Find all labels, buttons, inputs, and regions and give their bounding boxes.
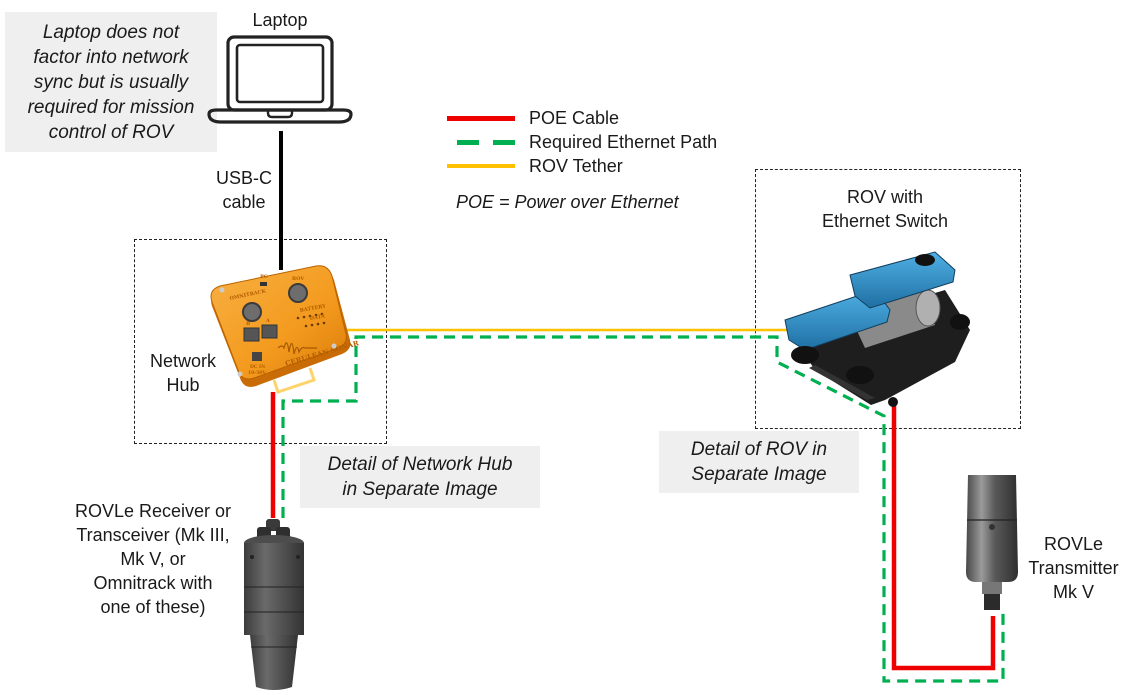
transmitter-label-line: Transmitter — [1028, 558, 1119, 578]
network-hub-device[interactable]: CERULEAN SONAR OMNITRACK PC ROV B A BATT… — [200, 262, 360, 402]
legend: POE Cable Required Ethernet Path ROV Tet… — [447, 106, 717, 213]
transmitter-device[interactable] — [962, 472, 1022, 617]
receiver-label-line: Mk V, or — [120, 549, 186, 569]
hub-pc-label: PC — [260, 274, 268, 280]
legend-item-ethernet: Required Ethernet Path — [447, 130, 717, 154]
rov-detail-line: Detail of ROV in — [690, 439, 828, 460]
ethernet-path-hub — [281, 335, 1005, 683]
laptop-note: Laptop does not factor into network sync… — [5, 12, 217, 152]
network-hub-line: Hub — [166, 375, 200, 395]
laptop-note-line: sync but is usually — [33, 71, 189, 93]
legend-label: POE Cable — [529, 107, 620, 128]
network-hub-group — [134, 239, 387, 444]
rov-device[interactable] — [775, 250, 985, 420]
transmitter-label: ROVLe Transmitter Mk V — [1012, 532, 1135, 604]
network-hub-line: Network — [149, 351, 216, 371]
network-hub-label: Network Hub — [138, 349, 228, 397]
usb-cable-line: USB-C — [215, 168, 272, 188]
receiver-label-line: Transceiver (Mk III, — [76, 525, 230, 545]
legend-label: Required Ethernet Path — [529, 131, 718, 152]
usb-cable-label: USB-C cable — [206, 166, 282, 214]
rov-detail-note: Detail of ROV in Separate Image — [659, 431, 859, 493]
legend-item-tether: ROV Tether — [447, 154, 717, 178]
laptop-label: Laptop — [252, 10, 308, 30]
hub-detail-line: Detail of Network Hub — [327, 454, 513, 475]
rov-detail-line: Separate Image — [691, 464, 827, 485]
hub-port-b-label: B — [246, 321, 250, 327]
transmitter-label-line: Mk V — [1052, 582, 1094, 602]
hub-detail-note: Detail of Network Hub in Separate Image — [300, 446, 540, 508]
usb-cable-line: cable — [222, 192, 266, 212]
hub-detail-line: in Separate Image — [342, 479, 498, 500]
poe-cable-rov-transmitter — [891, 402, 996, 671]
hub-port-a-label: A — [265, 318, 270, 324]
receiver-label-line: one of these) — [100, 597, 206, 617]
legend-swatch-poe — [447, 115, 515, 121]
laptop-note-line: Laptop does not — [42, 21, 180, 43]
laptop-note-line: factor into network — [33, 46, 189, 68]
hub-voltage-label: 10-30V — [248, 370, 266, 376]
receiver-device[interactable] — [236, 515, 316, 695]
receiver-label: ROVLe Receiver or Transceiver (Mk III, M… — [62, 499, 244, 619]
hub-handle — [272, 367, 316, 394]
hub-rov-label: ROV — [292, 276, 304, 282]
laptop-note-line: required for mission — [27, 96, 195, 118]
legend-item-poe: POE Cable — [447, 106, 717, 130]
legend-swatch-ethernet — [447, 139, 515, 145]
laptop-icon — [207, 35, 353, 124]
rov-label: ROV with Ethernet Switch — [790, 185, 980, 233]
hub-data-label: DATA — [309, 313, 325, 322]
transmitter-label-line: ROVLe — [1043, 534, 1104, 554]
rov-label-line: Ethernet Switch — [821, 211, 949, 231]
receiver-label-line: ROVLe Receiver or — [74, 501, 232, 521]
legend-footnote: POE = Power over Ethernet — [456, 192, 679, 212]
rov-label-line: ROV with — [846, 187, 924, 207]
rov-group — [755, 169, 1021, 429]
legend-label: ROV Tether — [529, 155, 623, 176]
receiver-label-line: Omnitrack with — [93, 573, 213, 593]
laptop-note-line: control of ROV — [48, 121, 174, 143]
legend-swatch-tether — [447, 164, 515, 168]
hub-dcin-label: DC IN — [250, 364, 265, 370]
hub-battery-label: BATTERY — [299, 303, 327, 314]
